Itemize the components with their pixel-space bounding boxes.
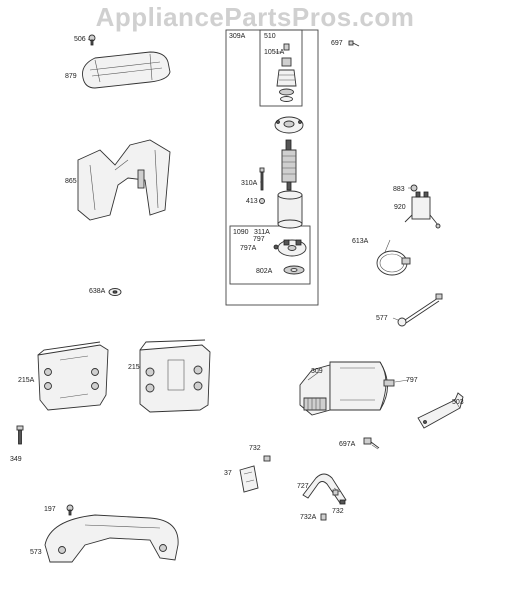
- label-503: 503: [452, 399, 464, 406]
- label-727: 727: [297, 483, 309, 490]
- part-732A-nut[interactable]: [320, 513, 327, 521]
- part-732-nut-bottom[interactable]: [332, 489, 339, 496]
- label-197: 197: [44, 506, 56, 513]
- part-197-screw[interactable]: [66, 504, 74, 516]
- label-577: 577: [376, 315, 388, 322]
- part-879-cover[interactable]: [82, 51, 171, 89]
- label-349: 349: [10, 456, 22, 463]
- label-797-small: 797: [253, 236, 265, 243]
- part-starter-housing[interactable]: [277, 190, 303, 229]
- part-865-shroud[interactable]: [77, 139, 171, 221]
- part-503-bracket[interactable]: [417, 392, 464, 429]
- part-802A-washer[interactable]: [283, 265, 305, 275]
- label-613A: 613A: [352, 238, 369, 245]
- part-638A-washer[interactable]: [108, 288, 122, 296]
- part-311A-brush-plate[interactable]: [277, 239, 307, 257]
- box-1090-frame: [229, 225, 311, 285]
- part-883-nut[interactable]: [410, 184, 418, 192]
- box-510-label: 510: [264, 33, 276, 40]
- part-310A-bolt[interactable]: [259, 167, 265, 191]
- part-1051A-drive[interactable]: [276, 43, 297, 102]
- label-573: 573: [30, 549, 42, 556]
- label-215: 215: [128, 364, 140, 371]
- label-865: 865: [65, 178, 77, 185]
- label-413: 413: [246, 198, 258, 205]
- label-311A: 311A: [254, 229, 270, 236]
- part-37-terminal[interactable]: [239, 465, 259, 493]
- part-349-bolt[interactable]: [16, 425, 24, 445]
- part-697A-screw[interactable]: [363, 437, 380, 450]
- part-309-starter-motor[interactable]: [299, 361, 395, 416]
- label-697A: 697A: [339, 441, 356, 448]
- part-506-screw[interactable]: [88, 34, 96, 46]
- label-638A: 638A: [89, 288, 106, 295]
- part-797A-nut[interactable]: [273, 244, 279, 250]
- part-577-cable[interactable]: [397, 293, 443, 327]
- label-310A: 310A: [241, 180, 258, 187]
- part-573-plate[interactable]: [44, 514, 179, 563]
- box-510-frame: [259, 29, 303, 107]
- part-413-washer[interactable]: [259, 198, 265, 204]
- label-1051A: 1051A: [264, 49, 285, 56]
- label-920: 920: [394, 204, 406, 211]
- box-309A-label: 309A: [229, 33, 246, 40]
- box-1090-label: 1090: [233, 229, 249, 236]
- label-883: 883: [393, 186, 405, 193]
- label-506: 506: [74, 36, 86, 43]
- label-797: 797: [406, 377, 418, 384]
- part-920-solenoid[interactable]: [404, 191, 441, 229]
- label-732A: 732A: [300, 514, 317, 521]
- label-732-bottom: 732: [332, 508, 344, 515]
- leader-lines: [87, 38, 411, 493]
- part-613A-clamp[interactable]: [376, 250, 411, 276]
- label-37: 37: [224, 470, 232, 477]
- box-309A-frame: [225, 29, 319, 306]
- label-697-top: 697: [331, 40, 343, 47]
- part-starter-endcap[interactable]: [274, 116, 304, 134]
- label-732-top: 732: [249, 445, 261, 452]
- label-215A: 215A: [18, 377, 35, 384]
- part-697-screw[interactable]: [348, 40, 360, 47]
- part-armature[interactable]: [281, 139, 297, 191]
- label-879: 879: [65, 73, 77, 80]
- label-309: 309: [311, 368, 323, 375]
- part-215-shield[interactable]: [139, 339, 211, 413]
- part-215A-shield[interactable]: [37, 341, 109, 411]
- part-732-nut-top[interactable]: [263, 455, 271, 462]
- part-727-strap[interactable]: [302, 473, 347, 505]
- label-802A: 802A: [256, 268, 273, 275]
- label-797A: 797A: [240, 245, 257, 252]
